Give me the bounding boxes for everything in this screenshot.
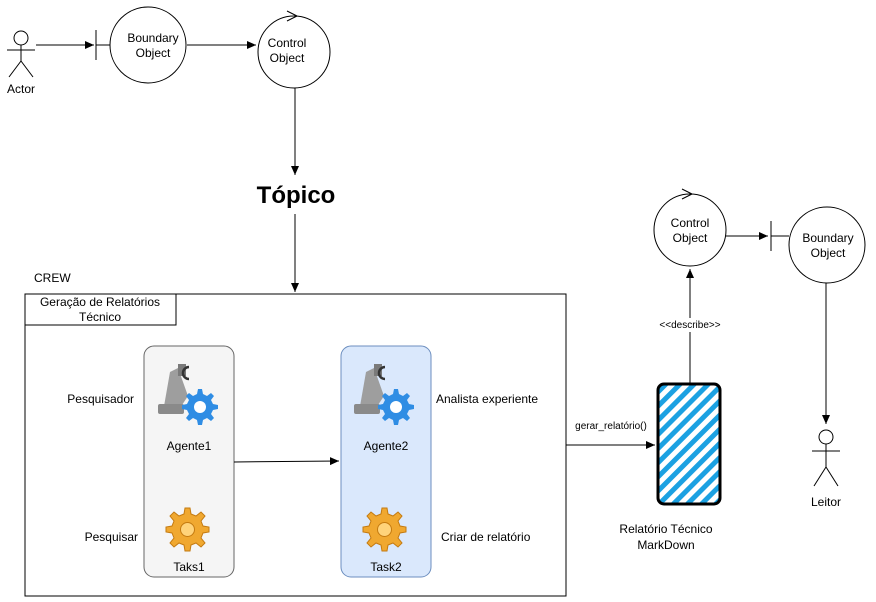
actor-figure xyxy=(7,30,35,78)
agent1-name: Agente1 xyxy=(167,439,212,453)
boundary-top-line1: Boundary xyxy=(127,31,178,45)
agent1-role: Pesquisador xyxy=(67,392,134,406)
task2-action: Criar de relatório xyxy=(441,530,531,544)
control-top-line1: Control xyxy=(268,36,307,50)
control-top-line2: Object xyxy=(270,51,305,65)
crew-container xyxy=(24,293,567,597)
report-label-line2: MarkDown xyxy=(637,538,694,552)
actor-label: Actor xyxy=(7,82,35,96)
boundary-right-line2: Object xyxy=(811,246,846,260)
control-object-right: Control Object xyxy=(653,188,727,267)
edge-label-describe: <<describe>> xyxy=(659,320,720,331)
crew-title-box xyxy=(24,293,177,326)
report-artifact xyxy=(656,382,722,506)
robot-arm-icon xyxy=(354,364,414,425)
boundary-right-line1: Boundary xyxy=(802,231,853,245)
reader-figure xyxy=(812,429,840,487)
edge-agent1-agent2 xyxy=(233,457,340,466)
robot-arm-icon xyxy=(158,364,218,425)
crew-title-line2: Técnico xyxy=(79,310,121,324)
agent2-role: Analista experiente xyxy=(436,392,538,406)
task2-gear-icon xyxy=(362,507,407,552)
control-right-line2: Object xyxy=(673,231,708,245)
crew-label: CREW xyxy=(34,271,71,285)
task1-name: Taks1 xyxy=(173,560,205,574)
report-label-line1: Relatório Técnico xyxy=(619,522,712,536)
task2-name: Task2 xyxy=(370,560,402,574)
crew-title-line1: Geração de Relatórios xyxy=(40,295,160,309)
reader-label: Leitor xyxy=(811,495,841,509)
agent2-name: Agente2 xyxy=(364,439,409,453)
describe-label-bg xyxy=(650,318,730,332)
task1-action: Pesquisar xyxy=(85,530,138,544)
edge-label-gerar: gerar_relatório() xyxy=(575,421,647,432)
control-object-top: Control Object xyxy=(257,10,331,89)
task1-gear-icon xyxy=(165,507,210,552)
boundary-object-right: Boundary Object xyxy=(770,206,866,284)
boundary-object-top: Boundary Object xyxy=(95,6,187,84)
control-right-line1: Control xyxy=(671,216,710,230)
boundary-top-line2: Object xyxy=(136,46,171,60)
topic-label: Tópico xyxy=(257,182,336,209)
